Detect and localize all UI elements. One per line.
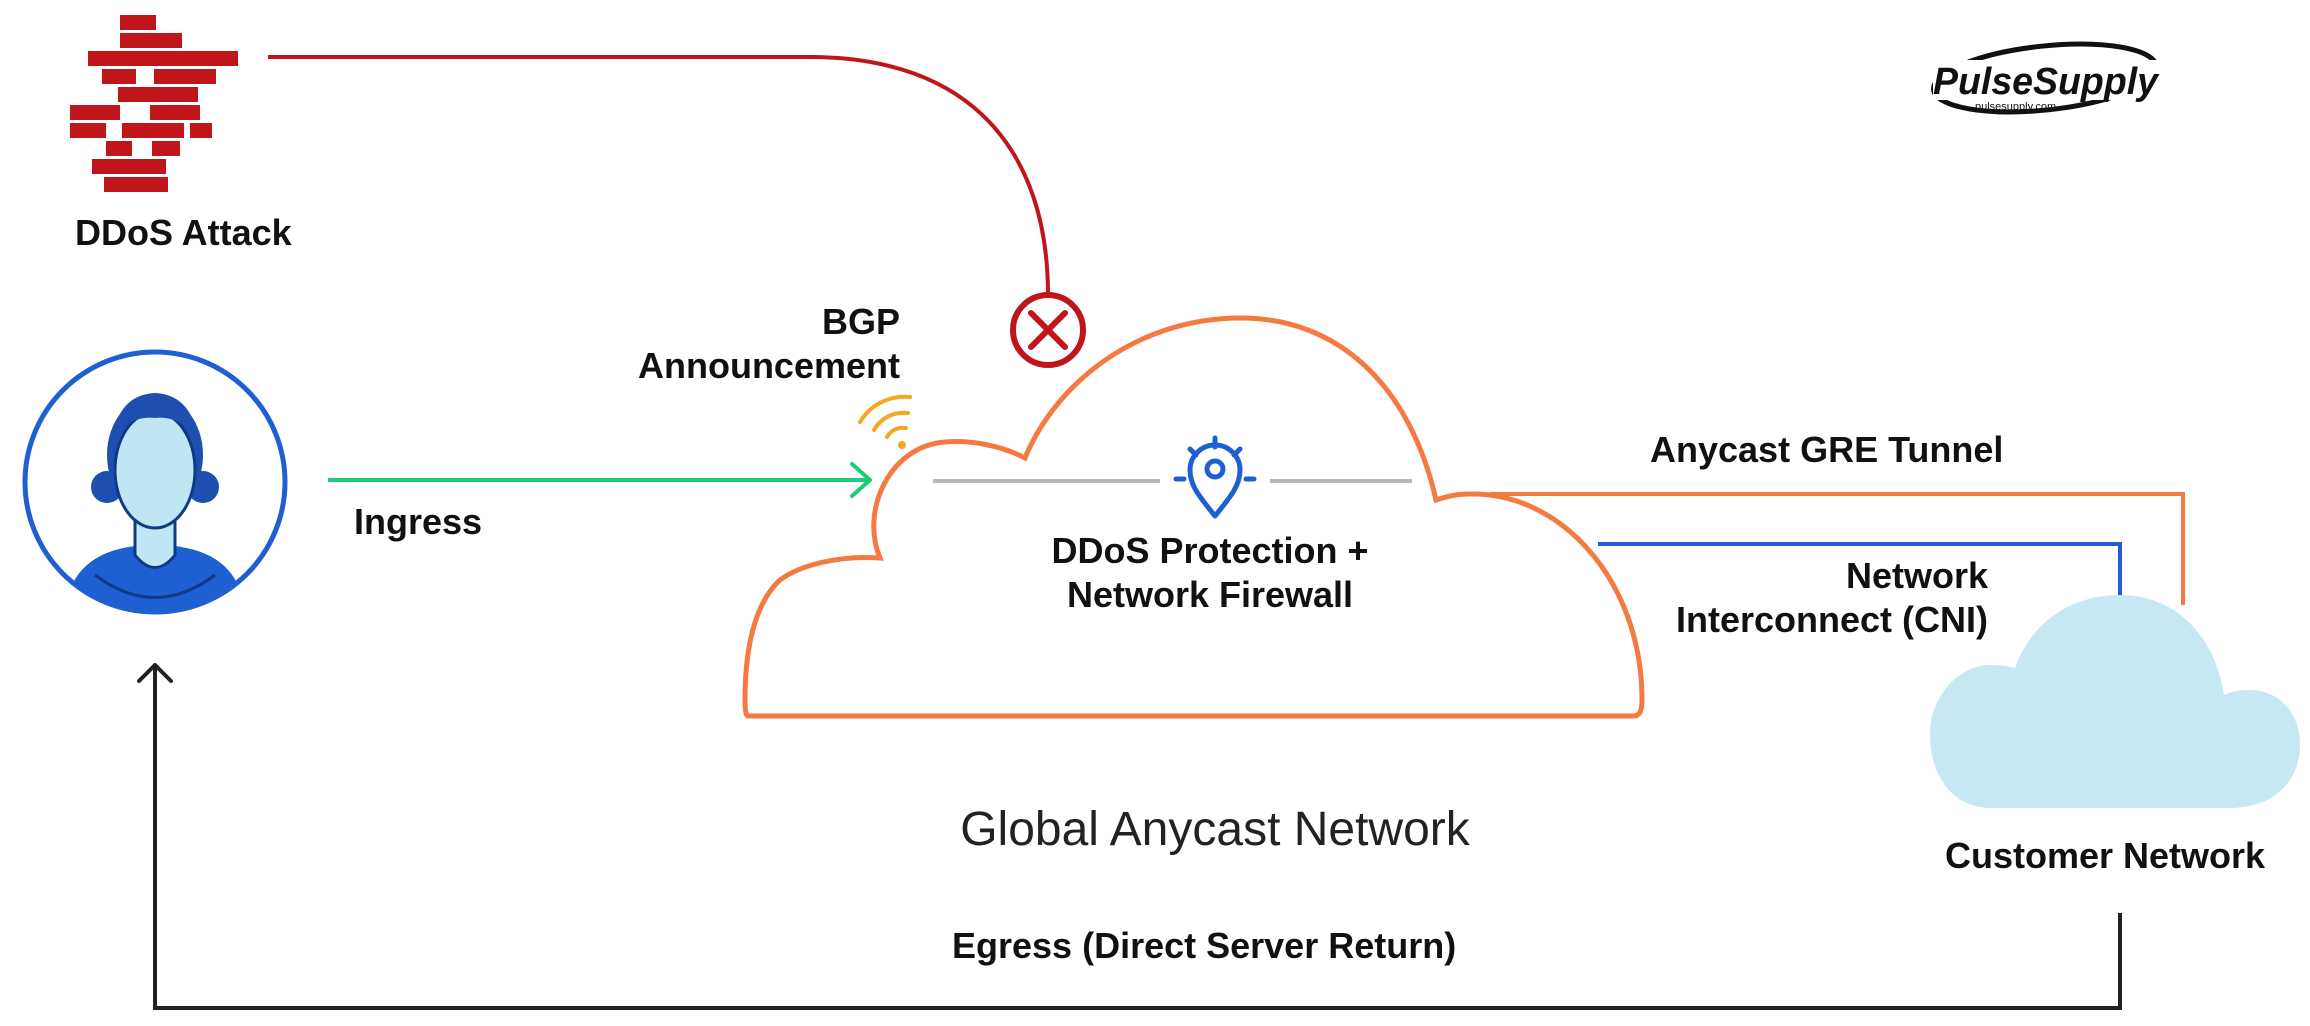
cni-line	[1598, 542, 2122, 605]
ddos-attack-label: DDoS Attack	[75, 212, 292, 253]
ingress-arrow	[328, 462, 872, 498]
location-pin-icon	[1173, 435, 1257, 519]
cni-line1: Network	[1845, 555, 1988, 596]
signal-waves-icon	[858, 394, 912, 449]
protection-line2: Network Firewall	[1066, 574, 1354, 615]
user-avatar-icon	[22, 349, 288, 615]
protection-label: DDoS Protection + Network Firewall	[990, 529, 1430, 617]
bgp-line1: BGP	[821, 301, 900, 342]
bgp-line2: Announcement	[637, 345, 900, 386]
cloud-icon	[1930, 595, 2300, 808]
anycast-gre-line	[1490, 492, 2185, 605]
pulsesupply-logo: PulseSupply pulsesupply.com	[1931, 41, 2163, 115]
logo-url: pulsesupply.com	[1975, 101, 2056, 113]
attack-path	[268, 55, 1050, 296]
main-cloud	[742, 315, 1645, 719]
cni-line2: Interconnect (CNI)	[1675, 599, 1988, 640]
cni-label: Network Interconnect (CNI)	[1600, 554, 1988, 642]
logo-name: PulseSupply	[1933, 61, 2160, 103]
x-circle-icon	[1010, 292, 1086, 368]
brick-wall-icon	[70, 15, 238, 192]
customer-network-label: Customer Network	[1945, 835, 2266, 876]
bgp-announcement-label: BGP Announcement	[560, 300, 900, 388]
ingress-label: Ingress	[354, 501, 483, 542]
anycast-gre-label: Anycast GRE Tunnel	[1650, 429, 2004, 470]
protection-line1: DDoS Protection +	[1051, 530, 1369, 571]
egress-label: Egress (Direct Server Return)	[952, 925, 1457, 966]
global-network-label: Global Anycast Network	[960, 803, 1470, 856]
egress-path	[137, 663, 2122, 1010]
